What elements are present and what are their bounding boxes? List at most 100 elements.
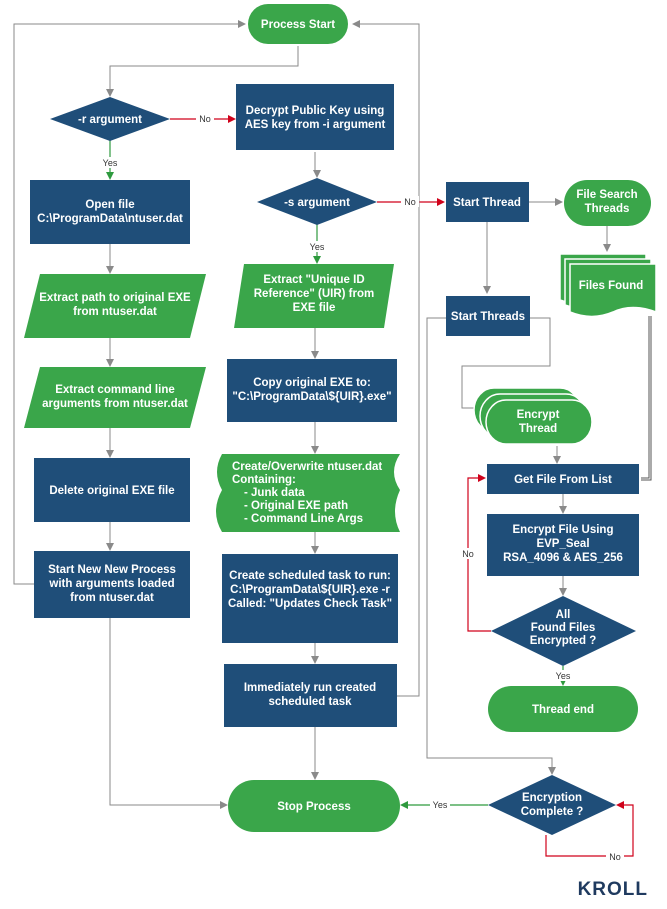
label-yes-complete: Yes	[433, 800, 448, 810]
create-line-1: Create/Overwrite ntuser.dat	[232, 461, 382, 473]
encrypt-file-line-3: RSA_4096 & AES_256	[503, 552, 623, 564]
uir-line-1: Extract "Unique ID	[263, 274, 364, 286]
encrypt-thread-line-1: Encrypt	[517, 409, 560, 421]
start-new-line-2: with arguments loaded	[48, 578, 174, 590]
decrypt-line-2: AES key from -i argument	[245, 119, 386, 131]
node-s-argument: -s argument	[257, 178, 377, 225]
edge-complete-no	[545, 801, 634, 857]
label-yes-r: Yes	[103, 158, 118, 168]
complete-line-2: Complete ?	[521, 806, 584, 818]
decrypt-line-1: Decrypt Public Key using	[246, 105, 385, 117]
uir-line-2: Reference" (UIR) from	[254, 288, 374, 300]
svg-text:Copy original EXE to:"C:\Progr: Copy original EXE to: "C:\ProgramData\${U…	[232, 377, 391, 403]
label-no-complete: No	[609, 852, 621, 862]
edge-labels: No Yes Yes No No Yes Yes No	[100, 113, 624, 862]
start-new-line-3: from ntuser.dat	[70, 592, 154, 604]
task-line-1: Create scheduled task to run:	[229, 570, 391, 582]
edge-threads-to-complete	[426, 317, 556, 775]
node-get-file: Get File From List	[487, 464, 639, 494]
all-line-2: Found Files	[531, 622, 596, 634]
node-process-start: Process Start	[248, 4, 348, 44]
start-threads-text: Start Threads	[451, 311, 525, 323]
node-r-argument: -r argument	[50, 97, 170, 141]
files-found-text: Files Found	[579, 280, 644, 292]
create-line-2: Containing:	[232, 474, 296, 486]
logo-text: KROLL	[578, 879, 648, 900]
encrypt-file-line-2: EVP_Seal	[536, 538, 589, 550]
edge-startnew-loop	[13, 20, 246, 585]
s-argument-text: -s argument	[284, 197, 350, 209]
task-line-2: C:\ProgramData\${UIR}.exe -r	[230, 584, 390, 596]
extract-cmd-line-1: Extract command line	[55, 384, 175, 396]
node-thread-end: Thread end	[488, 686, 638, 732]
r-argument-text: -r argument	[78, 114, 142, 126]
delete-exe-text: Delete original EXE file	[49, 485, 174, 497]
task-line-4: Called: "Updates Check Task"	[228, 598, 392, 610]
node-copy-exe: Copy original EXE to: "C:\ProgramData\${U…	[227, 359, 397, 422]
create-line-3: - Junk data	[244, 487, 305, 499]
edge-found-to-getfile	[641, 316, 652, 481]
node-start-threads: Start Threads	[446, 296, 530, 336]
all-line-1: All	[556, 609, 571, 621]
open-file-line-1: Open file	[85, 199, 134, 211]
node-start-thread: Start Thread	[446, 182, 529, 222]
label-no-all: No	[462, 549, 474, 559]
node-extract-cmd: Extract command line arguments from ntuse…	[24, 367, 206, 428]
create-line-5: - Command Line Args	[244, 513, 363, 525]
copy-line-2: "C:\ProgramData\${UIR}.exe"	[232, 391, 391, 403]
uir-line-3: EXE file	[293, 302, 336, 314]
extract-cmd-line-2: arguments from ntuser.dat	[42, 398, 188, 410]
label-no-s: No	[404, 197, 416, 207]
kroll-logo: KROLL	[578, 879, 648, 900]
label-yes-all: Yes	[556, 671, 571, 681]
extract-path-line-2: from ntuser.dat	[73, 306, 157, 318]
encrypt-file-line-1: Encrypt File Using	[513, 524, 614, 536]
edge-start-to-r	[106, 46, 299, 97]
label-yes-s: Yes	[310, 242, 325, 252]
thread-end-text: Thread end	[532, 704, 594, 716]
svg-text:Create scheduled task to run:C: Create scheduled task to run: C:\ProgramD…	[228, 570, 392, 610]
all-line-3: Encrypted ?	[530, 635, 596, 647]
open-file-line-2: C:\ProgramData\ntuser.dat	[37, 213, 183, 225]
node-start-new: Start New New Process with arguments load…	[34, 551, 190, 618]
node-delete-exe: Delete original EXE file	[34, 458, 190, 522]
search-line-2: Threads	[585, 203, 630, 215]
run-line-1: Immediately run created	[244, 682, 376, 694]
node-stop-process: Stop Process	[228, 780, 400, 832]
create-line-4: - Original EXE path	[244, 500, 348, 512]
start-new-line-1: Start New New Process	[48, 564, 176, 576]
edge-threads-to-encrypt	[461, 317, 551, 412]
get-file-text: Get File From List	[514, 474, 612, 486]
start-thread-text: Start Thread	[453, 197, 521, 209]
search-line-1: File Search	[576, 189, 637, 201]
edge-run-loop	[352, 20, 420, 697]
node-create-task: Create scheduled task to run: C:\ProgramD…	[222, 554, 398, 643]
extract-path-line-1: Extract path to original EXE	[39, 292, 191, 304]
copy-line-1: Copy original EXE to:	[253, 377, 371, 389]
process-start-text: Process Start	[261, 19, 335, 31]
